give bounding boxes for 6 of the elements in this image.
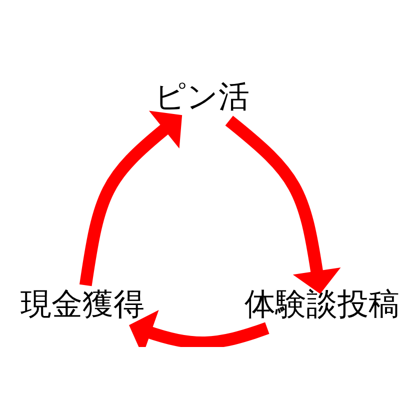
node-text: 体験談投稿 [244,286,400,322]
node-text: ピン活 [154,78,250,115]
arrow [129,310,270,346]
node-text: 現金獲得 [20,286,144,322]
arrow [225,115,341,294]
arrow [79,110,182,286]
